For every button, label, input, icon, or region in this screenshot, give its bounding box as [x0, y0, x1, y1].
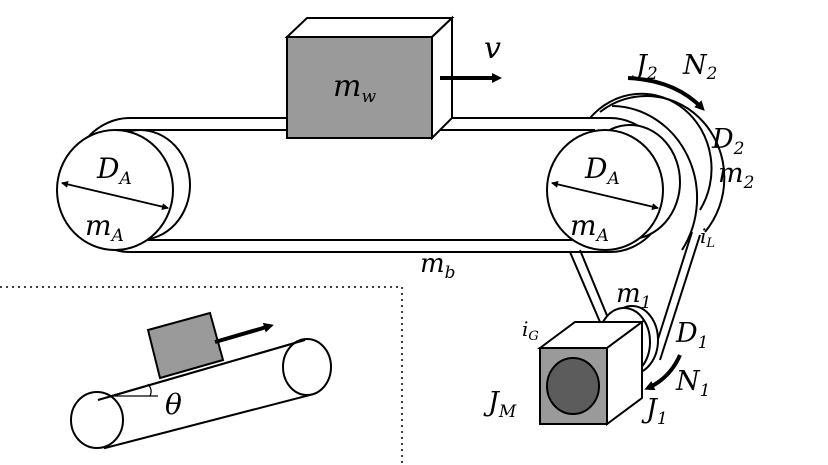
left-drum-pulley — [56, 129, 191, 251]
label-drum-diameter-left: DA — [96, 152, 132, 189]
label-load-mass: mw — [333, 69, 376, 107]
label-motor-inertia: JM — [483, 387, 517, 422]
label-mass-1: m1 — [616, 279, 651, 313]
label-belt-ratio: iL — [700, 224, 715, 251]
label-mass-2: m2 — [718, 158, 754, 193]
label-drum-diameter-right: DA — [584, 152, 620, 189]
inclined-conveyor — [70, 338, 332, 450]
rotation-arrow-2 — [627, 76, 705, 111]
label-inertia-2: J2 — [631, 50, 658, 84]
label-diameter-2: D2 — [711, 124, 744, 159]
motor-rotor — [546, 357, 600, 415]
label-speed-1: N1 — [675, 366, 710, 401]
inset-frame — [0, 286, 403, 465]
inclined-velocity-arrow — [214, 322, 274, 344]
inclined-load-block — [146, 311, 225, 380]
label-speed-2: N2 — [682, 50, 717, 84]
load-block — [284, 15, 455, 141]
label-gear-ratio: iG — [522, 317, 539, 344]
label-drum-mass-left: mA — [85, 209, 124, 246]
label-diameter-1: D1 — [675, 318, 708, 353]
label-belt-mass: mb — [420, 249, 456, 283]
right-drum-pulley — [546, 124, 681, 251]
motor-block — [536, 320, 646, 426]
rotation-arrow-1 — [644, 354, 682, 391]
label-inertia-1: J1 — [641, 394, 668, 429]
label-incline-angle: θ — [165, 388, 182, 421]
label-velocity: v — [484, 31, 501, 66]
driven-pulley-d2 — [589, 92, 726, 251]
label-drum-mass-right: mA — [570, 209, 609, 246]
